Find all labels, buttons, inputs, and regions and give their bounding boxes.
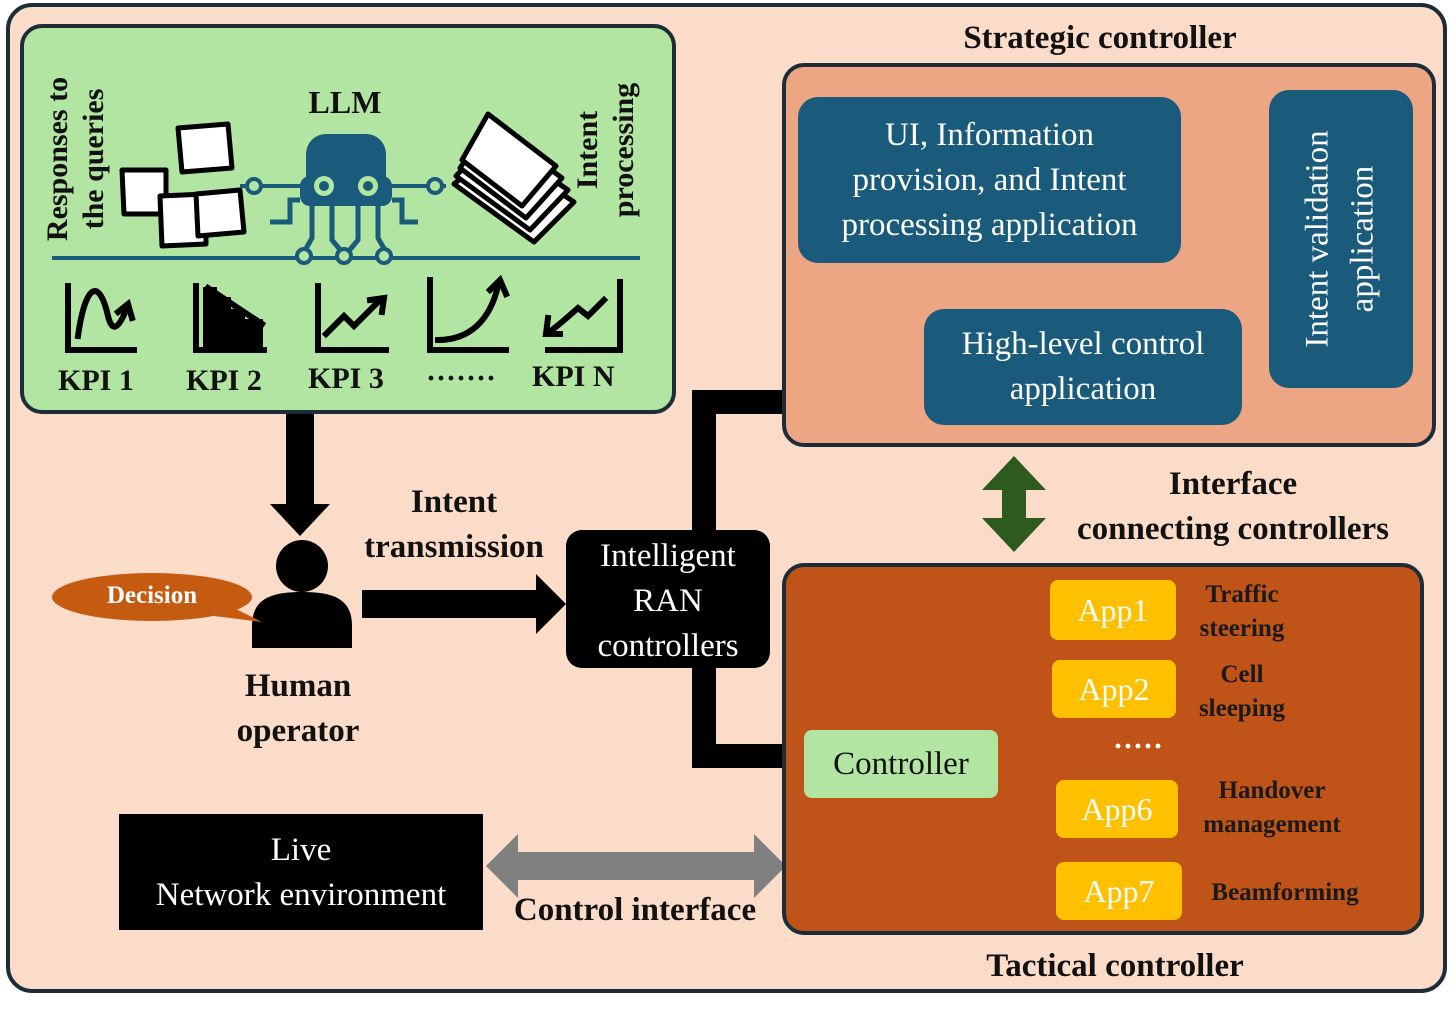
kpi1-chart-icon <box>65 283 137 353</box>
kpi-label-2: KPI 2 <box>186 364 262 397</box>
live-network-line2: Network environment <box>155 877 447 913</box>
ui-app-line2: provision, and Intent <box>852 161 1127 198</box>
apps-ellipsis: ····· <box>1112 730 1164 763</box>
validation-line1: Intent validation <box>1300 130 1337 348</box>
human-operator-label: Human operator <box>210 664 386 754</box>
llm-connector-right <box>392 177 446 195</box>
kpi-label-ellipsis: ······· <box>426 362 497 395</box>
validation-line2: application <box>1345 165 1382 313</box>
arrow-intent-transmission <box>362 574 566 634</box>
app6-box: App6 <box>1056 780 1178 838</box>
app1-label-line2: steering <box>1199 615 1285 642</box>
kpi2-chart-icon <box>193 283 267 353</box>
human-operator-label-line2: operator <box>236 713 360 749</box>
controller-box: Controller <box>804 730 998 798</box>
human-operator-icon <box>252 540 352 648</box>
ran-connector-lines <box>692 390 784 768</box>
llm-connector-left <box>240 177 300 195</box>
arrow-llm-to-human <box>270 414 330 536</box>
ui-intent-processing-app: UI, Information provision, and Intent pr… <box>798 97 1181 263</box>
arrow-interface-connecting <box>982 456 1046 552</box>
kpiN-chart-icon <box>542 279 623 353</box>
ran-label-line3: controllers <box>597 628 739 664</box>
high-level-control-app: High-level control application <box>924 309 1242 425</box>
ui-app-line1: UI, Information <box>885 116 1094 153</box>
kpi-label-1: KPI 1 <box>58 364 134 397</box>
strategic-controller-title: Strategic controller <box>963 20 1237 56</box>
ui-app-line3: processing application <box>841 206 1138 243</box>
live-network-environment-box: Live Network environment <box>119 814 483 930</box>
kpi4-chart-icon <box>427 274 510 353</box>
app6-label-line2: management <box>1203 811 1341 838</box>
human-operator-label-line1: Human <box>244 668 352 704</box>
intent-validation-app: Intent validation application <box>1269 90 1413 388</box>
intent-transmission-line1: Intent <box>410 484 498 520</box>
app7-box: App7 <box>1056 862 1182 920</box>
responses-documents-icon <box>119 121 247 249</box>
kpi3-chart-icon <box>315 283 389 353</box>
app7-label: Beamforming <box>1211 879 1359 906</box>
app1-box: App1 <box>1050 580 1176 640</box>
kpi-label-n: KPI N <box>532 360 615 393</box>
app2-label-line1: Cell <box>1220 661 1264 688</box>
intent-transmission-label: Intent transmission <box>346 480 562 570</box>
app6-label: Handover management <box>1184 774 1360 842</box>
tactical-controller-title: Tactical controller <box>986 948 1244 984</box>
live-network-line1: Live <box>270 832 332 868</box>
interface-label-line1: Interface <box>1168 466 1298 502</box>
intelligent-ran-controllers-box: Intelligent RAN controllers <box>566 530 770 668</box>
app2-label: Cell sleeping <box>1178 658 1306 726</box>
kpi-label-3: KPI 3 <box>308 362 384 395</box>
decision-bubble <box>52 573 262 622</box>
llm-octopus-icon <box>270 134 418 265</box>
interface-connecting-label: Interface connecting controllers <box>1050 462 1416 552</box>
arrow-control-interface <box>486 834 786 898</box>
app2-box: App2 <box>1052 660 1176 718</box>
control-interface-label: Control interface <box>513 892 757 928</box>
high-level-line2: application <box>1009 371 1157 407</box>
app6-label-line1: Handover <box>1218 777 1326 804</box>
app2-label-line2: sleeping <box>1198 695 1286 722</box>
ran-label-line1: Intelligent <box>600 538 736 574</box>
app1-label-line1: Traffic <box>1205 581 1279 608</box>
intent-transmission-line2: transmission <box>364 529 544 565</box>
app1-label: Traffic steering <box>1178 578 1306 646</box>
high-level-line1: High-level control <box>961 326 1205 362</box>
decision-label: Decision <box>106 582 198 609</box>
intent-papers-icon <box>451 111 577 245</box>
ran-label-line2: RAN <box>633 583 703 619</box>
llm-label: LLM <box>308 84 382 120</box>
interface-label-line2: connecting controllers <box>1077 511 1389 547</box>
